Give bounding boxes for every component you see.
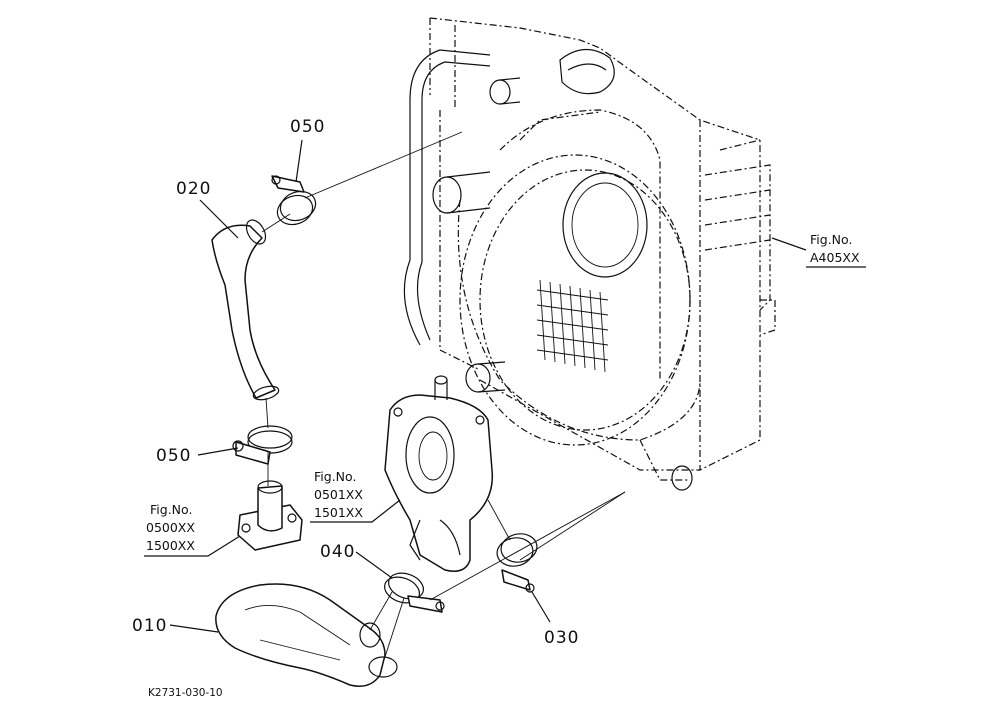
- water-pump-housing: [384, 375, 494, 572]
- label-030: 030: [544, 628, 579, 648]
- water-flange: [237, 480, 303, 551]
- part-labels: 050 020 050 040 010 030: [132, 117, 579, 648]
- fig-ref-pump-line2: 0501XX: [314, 487, 363, 502]
- label-050-middle: 050: [156, 446, 191, 466]
- lower-radiator-hose: [215, 583, 398, 687]
- radiator-assembly: [403, 17, 776, 491]
- fig-ref-pump-line3: 1501XX: [314, 505, 363, 520]
- radiator-fins: [536, 279, 609, 373]
- upper-radiator-hose: [211, 219, 280, 401]
- hose-clamp-030: [496, 533, 538, 593]
- figure-reference-flange: Fig.No. 0500XX 1500XX: [144, 502, 241, 557]
- label-040: 040: [320, 542, 355, 562]
- figure-reference-pump: Fig.No. 0501XX 1501XX: [310, 469, 401, 523]
- fig-ref-flange-line1: Fig.No.: [150, 502, 192, 517]
- hose-clamp-top: [271, 175, 317, 226]
- drawing-code: K2731-030-10: [148, 687, 223, 699]
- figure-reference-radiator: Fig.No. A405XX: [806, 232, 866, 268]
- hose-clamp-040: [383, 572, 445, 613]
- connection-lines: [169, 131, 807, 661]
- fig-ref-radiator-line2: A405XX: [810, 250, 860, 265]
- fig-ref-pump-line1: Fig.No.: [314, 469, 356, 484]
- hose-clamp-middle: [232, 425, 293, 465]
- label-010: 010: [132, 616, 167, 636]
- fig-ref-flange-line2: 0500XX: [146, 520, 195, 535]
- label-020: 020: [176, 179, 211, 199]
- label-050-top: 050: [290, 117, 325, 137]
- fig-ref-flange-line3: 1500XX: [146, 538, 195, 553]
- fig-ref-radiator-line1: Fig.No.: [810, 232, 852, 247]
